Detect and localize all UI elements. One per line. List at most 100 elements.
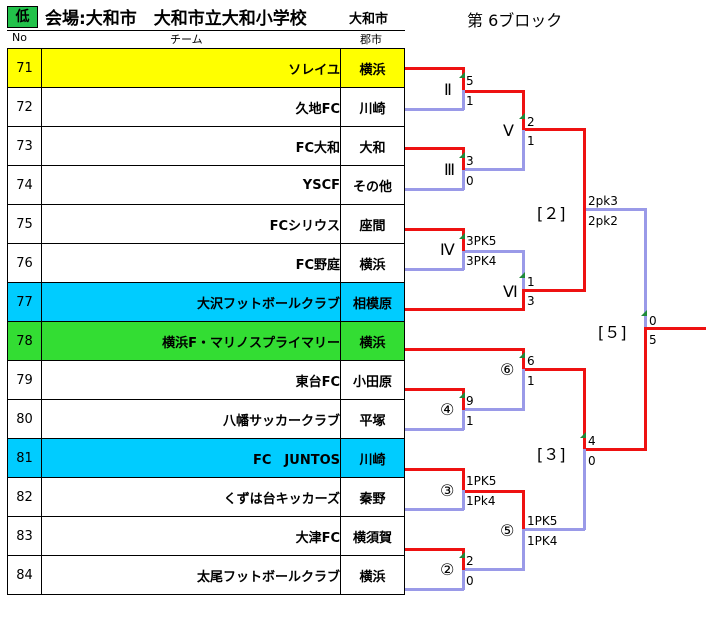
team-no: 80 xyxy=(7,399,42,439)
block-title: 第 6ブロック xyxy=(467,11,563,30)
team-no: 79 xyxy=(7,360,42,400)
score-label: 0 xyxy=(649,314,657,328)
category-badge: 低 xyxy=(7,6,38,28)
score-label: 1 xyxy=(527,134,535,148)
score-label: 4 xyxy=(588,434,596,448)
team-no: 74 xyxy=(7,165,42,205)
team-no: 82 xyxy=(7,477,42,517)
round-label: Ⅱ xyxy=(444,80,452,99)
team-name: 久地FC xyxy=(41,87,341,127)
bracket-line xyxy=(522,90,525,131)
bracket-line xyxy=(525,368,585,371)
team-city: その他 xyxy=(340,165,405,205)
bracket-line xyxy=(525,528,585,531)
team-city: 横須賀 xyxy=(340,516,405,556)
bracket-line xyxy=(405,308,525,311)
winner-marker xyxy=(459,152,465,158)
team-city: 相模原 xyxy=(340,282,405,322)
team-no: 84 xyxy=(7,555,42,595)
score-label: 3 xyxy=(466,154,474,168)
score-label: 2pk2 xyxy=(588,214,618,228)
team-no: 76 xyxy=(7,243,42,283)
score-label: 1PK4 xyxy=(527,534,558,548)
team-city: 秦野 xyxy=(340,477,405,517)
score-label: 3PK4 xyxy=(466,254,497,268)
bracket-line xyxy=(405,388,464,391)
bracket-line xyxy=(465,408,525,411)
bracket-line xyxy=(405,67,464,70)
team-name: 太尾フットボールクラブ xyxy=(41,555,341,595)
bracket-line xyxy=(405,228,464,231)
team-name: FCシリウス xyxy=(41,204,341,244)
score-label: 2 xyxy=(527,115,535,129)
bracket-line xyxy=(465,250,524,253)
team-city: 大和 xyxy=(340,126,405,166)
bracket-line xyxy=(583,449,586,530)
bracket-line xyxy=(462,490,465,510)
team-name: 八幡サッカークラブ xyxy=(41,399,341,439)
bracket-line xyxy=(405,508,464,511)
team-no: 81 xyxy=(7,438,42,478)
round-label: Ⅳ xyxy=(440,240,455,259)
team-city: 横浜 xyxy=(340,48,405,88)
team-no: 78 xyxy=(7,321,42,361)
team-name: 東台FC xyxy=(41,360,341,400)
winner-marker xyxy=(519,352,525,358)
bracket-line xyxy=(405,548,464,551)
team-city: 横浜 xyxy=(340,555,405,595)
score-label: 1 xyxy=(466,414,474,428)
team-city: 横浜 xyxy=(340,321,405,361)
score-label: 3PK5 xyxy=(466,234,497,248)
round-label: [３] xyxy=(537,445,566,464)
score-label: 5 xyxy=(466,74,474,88)
round-label: ⑤ xyxy=(500,521,515,540)
round-label: Ⅵ xyxy=(503,282,518,301)
bracket-line xyxy=(405,147,464,150)
winner-marker xyxy=(459,552,465,558)
score-label: 2pk3 xyxy=(588,194,618,208)
round-label: ③ xyxy=(440,481,455,500)
bracket-line xyxy=(405,468,464,471)
bracket-line xyxy=(462,570,465,590)
bracket-line xyxy=(522,250,525,290)
bracket-line xyxy=(462,228,465,252)
score-label: 6 xyxy=(527,354,535,368)
bracket-line xyxy=(462,468,465,491)
score-label: 9 xyxy=(466,394,474,408)
bracket-line xyxy=(462,388,465,411)
score-label: 1 xyxy=(466,94,474,108)
round-label: ④ xyxy=(440,400,455,419)
bracket-line xyxy=(405,188,464,191)
bracket-line xyxy=(525,128,585,131)
bracket-line xyxy=(522,490,525,530)
team-name: FC野庭 xyxy=(41,243,341,283)
bracket-line xyxy=(586,208,646,211)
winner-marker xyxy=(459,233,465,239)
bracket-line xyxy=(522,348,525,370)
round-label: ⑥ xyxy=(500,360,515,379)
round-label: [５] xyxy=(598,323,627,342)
col-team-header: チーム xyxy=(170,33,203,46)
score-label: 0 xyxy=(466,174,474,188)
header-rule xyxy=(7,30,405,31)
team-name: ソレイユ xyxy=(41,48,341,88)
team-name: 大津FC xyxy=(41,516,341,556)
round-label: Ⅲ xyxy=(444,160,456,179)
team-name: 大沢フットボールクラブ xyxy=(41,282,341,322)
col-city-header: 郡市 xyxy=(360,33,382,46)
bracket-line xyxy=(405,268,464,271)
team-name: くずは台キッカーズ xyxy=(41,477,341,517)
round-label: [２] xyxy=(537,204,566,223)
bracket-line xyxy=(465,168,525,171)
bracket-line xyxy=(462,410,465,430)
bracket-line xyxy=(583,208,586,292)
team-city: 小田原 xyxy=(340,360,405,400)
round-label: ② xyxy=(440,560,455,579)
